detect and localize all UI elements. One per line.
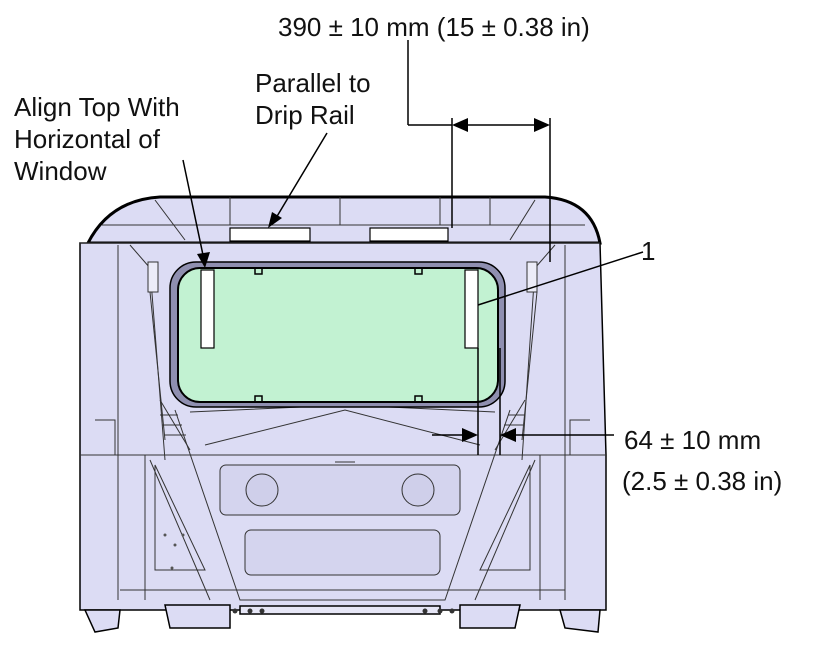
parallel-label-line2: Drip Rail	[255, 100, 355, 130]
offset-dimension-label-mm: 64 ± 10 mm	[624, 425, 762, 455]
offset-dimension	[432, 348, 614, 455]
cab-roof	[85, 195, 602, 245]
body-details	[80, 244, 606, 601]
align-label-line1: Align Top With	[14, 92, 180, 122]
cab-base	[83, 604, 601, 633]
offset-dimension-label-in: (2.5 ± 0.38 in)	[622, 466, 783, 496]
callout-1-label: 1	[641, 236, 656, 266]
callout-1-leader	[477, 251, 644, 306]
roof-strip-right	[369, 227, 449, 242]
rear-window-glass	[177, 267, 499, 403]
roof-strip-left	[229, 227, 311, 242]
parallel-label-line1: Parallel to	[255, 68, 371, 98]
width-dimension	[407, 40, 551, 262]
window-strip-left	[200, 269, 215, 349]
align-label-line3: Window	[14, 156, 107, 186]
window-strip-right	[464, 269, 479, 349]
width-dimension-label: 390 ± 10 mm (15 ± 0.38 in)	[278, 12, 590, 42]
parallel-leader	[268, 132, 328, 228]
align-leader	[182, 159, 210, 268]
window-clips	[254, 268, 423, 402]
roof-details	[80, 197, 600, 244]
panel-dots	[163, 533, 185, 570]
align-label-line2: Horizontal of	[14, 124, 160, 154]
